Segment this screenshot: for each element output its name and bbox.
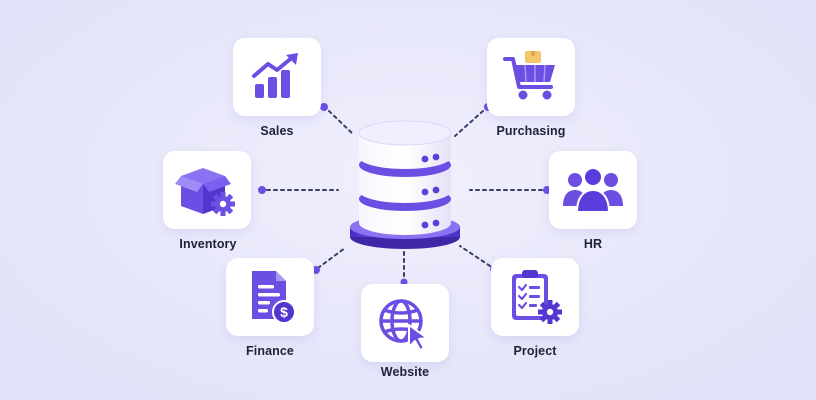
globe-cursor-icon xyxy=(375,295,435,351)
module-label-inventory: Inventory xyxy=(179,237,237,251)
team-icon xyxy=(561,166,625,214)
connector-dot-sales xyxy=(320,103,328,111)
module-label-project: Project xyxy=(513,344,557,358)
module-label-finance: Finance xyxy=(246,344,294,358)
module-card-website[interactable] xyxy=(361,284,449,362)
connector-sales xyxy=(328,110,355,136)
connector-dot-inventory xyxy=(258,186,266,194)
module-label-hr: HR xyxy=(583,237,603,251)
module-label-sales: Sales xyxy=(260,124,294,138)
growth-chart-icon xyxy=(249,52,305,102)
module-card-finance[interactable]: $ xyxy=(226,258,314,336)
module-label-purchasing: Purchasing xyxy=(496,124,566,138)
module-card-inventory[interactable] xyxy=(163,151,251,229)
box-gear-icon xyxy=(173,160,241,220)
svg-text:$: $ xyxy=(280,304,288,320)
clipboard-gear-icon xyxy=(504,266,566,328)
connector-dot-finance xyxy=(312,266,320,274)
module-card-sales[interactable] xyxy=(233,38,321,116)
shopping-cart-icon xyxy=(501,49,561,105)
connector-finance xyxy=(317,247,346,269)
module-card-purchasing[interactable] xyxy=(487,38,575,116)
connector-project xyxy=(459,245,491,267)
connector-dot-website xyxy=(400,278,408,286)
connector-purchasing xyxy=(454,110,484,137)
database-icon xyxy=(345,115,465,260)
module-card-hr[interactable] xyxy=(549,151,637,229)
module-label-website: Website xyxy=(380,365,430,379)
module-card-project[interactable] xyxy=(491,258,579,336)
invoice-dollar-icon: $ xyxy=(240,267,300,327)
